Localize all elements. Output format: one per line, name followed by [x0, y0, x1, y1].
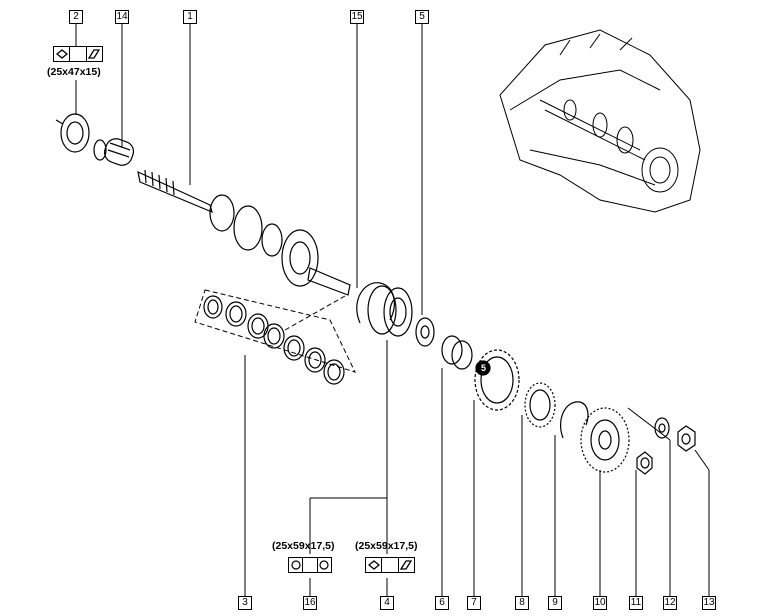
- bearing-dimension-right: (25x59x17,5): [355, 540, 418, 552]
- lock-washer-12: [654, 417, 670, 439]
- needle-bearing-14: [93, 138, 135, 166]
- callout-2: 2: [69, 10, 83, 24]
- circlip-9: [559, 401, 589, 439]
- ball-icon: [289, 558, 304, 572]
- gear-7: [474, 349, 520, 411]
- callout-3: 3: [238, 596, 252, 610]
- tapered-bearing-icon: [366, 558, 383, 572]
- tapered-bearing-symbol-bottom: [365, 557, 415, 573]
- callout-9: 9: [548, 596, 562, 610]
- ball-icon: [318, 558, 331, 572]
- leader-lines: [75, 24, 710, 596]
- bearing-dimension-left: (25x59x17,5): [272, 540, 335, 552]
- callout-11: 11: [629, 596, 643, 610]
- gear-mark-label: 5: [480, 363, 486, 373]
- tapered-bearing-icon: [87, 47, 102, 61]
- callout-14: 14: [115, 10, 129, 24]
- bearing-dimension-top: (25x47x15): [47, 66, 101, 78]
- bearing-blank-cell: [70, 47, 87, 61]
- callout-4: 4: [380, 596, 394, 610]
- callout-15: 15: [350, 10, 364, 24]
- callout-12: 12: [663, 596, 677, 610]
- callout-6: 6: [435, 596, 449, 610]
- callout-1: 1: [183, 10, 197, 24]
- callout-8: 8: [515, 596, 529, 610]
- callout-7: 7: [467, 596, 481, 610]
- ball-bearing-4-16: [367, 285, 413, 337]
- synchro-hub-10: [580, 407, 630, 473]
- tapered-bearing-icon: [399, 558, 414, 572]
- bearing-blank-cell: [382, 558, 399, 572]
- tapered-bearing-symbol-top: [53, 46, 103, 62]
- tapered-bearing-icon: [54, 47, 71, 61]
- shim-set: [203, 295, 345, 385]
- thrust-washer-5: [415, 317, 435, 347]
- synchro-ring-8: [524, 382, 556, 428]
- ball-bearing-symbol: [288, 557, 332, 573]
- gearbox-housing-illustration: [499, 29, 701, 213]
- needle-cage-6: [441, 335, 473, 370]
- nut-11: [636, 451, 653, 475]
- bearing-blank-cell: [303, 558, 318, 572]
- dashed-shim-outline: [194, 289, 356, 373]
- callout-16: 16: [303, 596, 317, 610]
- snap-ring-15: [356, 282, 395, 324]
- primary-shaft: [137, 169, 351, 296]
- callout-5: 5: [415, 10, 429, 24]
- nut-13: [677, 425, 696, 452]
- callout-10: 10: [593, 596, 607, 610]
- bearing-left: [55, 113, 90, 153]
- callout-13: 13: [702, 596, 716, 610]
